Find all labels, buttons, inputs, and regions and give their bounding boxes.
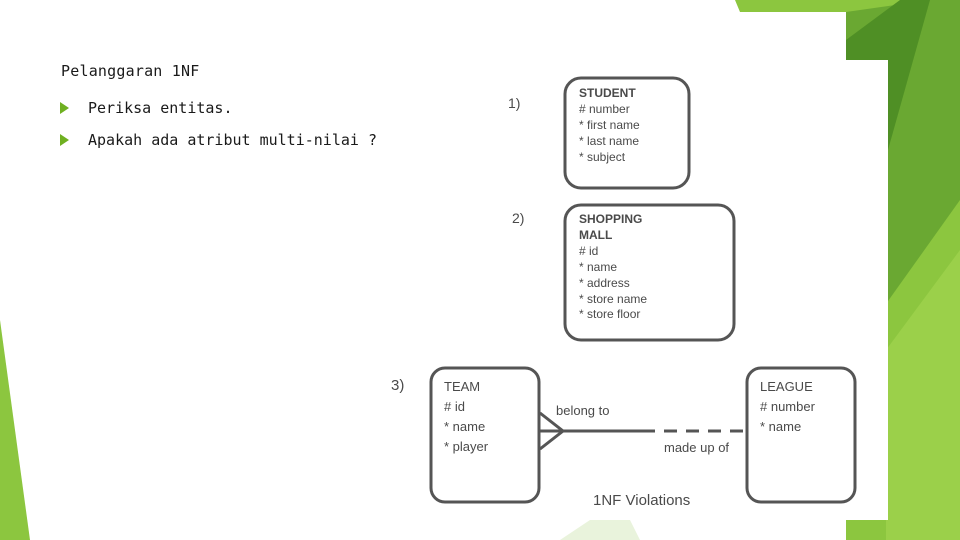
league-entity-name: LEAGUE <box>760 379 813 394</box>
bullet-text: Apakah ada atribut multi-nilai ? <box>88 131 377 149</box>
bullet-item: Apakah ada atribut multi-nilai ? <box>60 124 377 156</box>
student-entity-box <box>563 76 691 190</box>
team-entity-box <box>429 366 541 504</box>
team-entity-name: TEAM <box>444 379 480 394</box>
bullet-text: Periksa entitas. <box>88 99 233 117</box>
bullet-arrow-icon <box>60 102 69 114</box>
student-attribute: * last name <box>579 134 639 148</box>
student-attribute: * first name <box>579 118 640 132</box>
team-attribute: * player <box>444 439 489 454</box>
bullet-arrow-icon <box>60 134 69 146</box>
shopping-mall-attribute: * store name <box>579 292 647 306</box>
student-attribute: * subject <box>579 150 626 164</box>
shopping-mall-entity-name: SHOPPING <box>579 212 642 226</box>
entity-2-number: 2) <box>512 210 524 226</box>
crows-foot-icon <box>539 411 566 451</box>
bullet-item: Periksa entitas. <box>60 92 377 124</box>
relationship-3-number: 3) <box>391 377 404 394</box>
er-diagram-figure: 1) STUDENT # number * first name * last … <box>380 60 888 520</box>
relationship-label-belong-to: belong to <box>556 403 610 418</box>
league-attribute: # number <box>760 399 816 414</box>
shopping-mall-attribute: * address <box>579 276 630 290</box>
er-diagram: 1) STUDENT # number * first name * last … <box>391 76 857 509</box>
relationship-label-made-up-of: made up of <box>664 440 729 455</box>
league-attribute: * name <box>760 419 801 434</box>
student-attribute: # number <box>579 102 630 116</box>
team-attribute: * name <box>444 419 485 434</box>
shopping-mall-entity-box <box>563 203 736 342</box>
entity-1-number: 1) <box>508 95 520 111</box>
figure-caption: 1NF Violations <box>593 492 690 509</box>
shopping-mall-attribute: * store floor <box>579 307 640 321</box>
team-attribute: # id <box>444 399 465 414</box>
student-entity-name: STUDENT <box>579 86 636 100</box>
league-entity-box <box>745 366 857 504</box>
slide-title: Pelanggaran 1NF <box>61 62 200 80</box>
shopping-mall-attribute: # id <box>579 244 598 258</box>
shopping-mall-entity-name: MALL <box>579 228 612 242</box>
shopping-mall-attribute: * name <box>579 260 617 274</box>
bullet-list: Periksa entitas. Apakah ada atribut mult… <box>60 92 377 156</box>
